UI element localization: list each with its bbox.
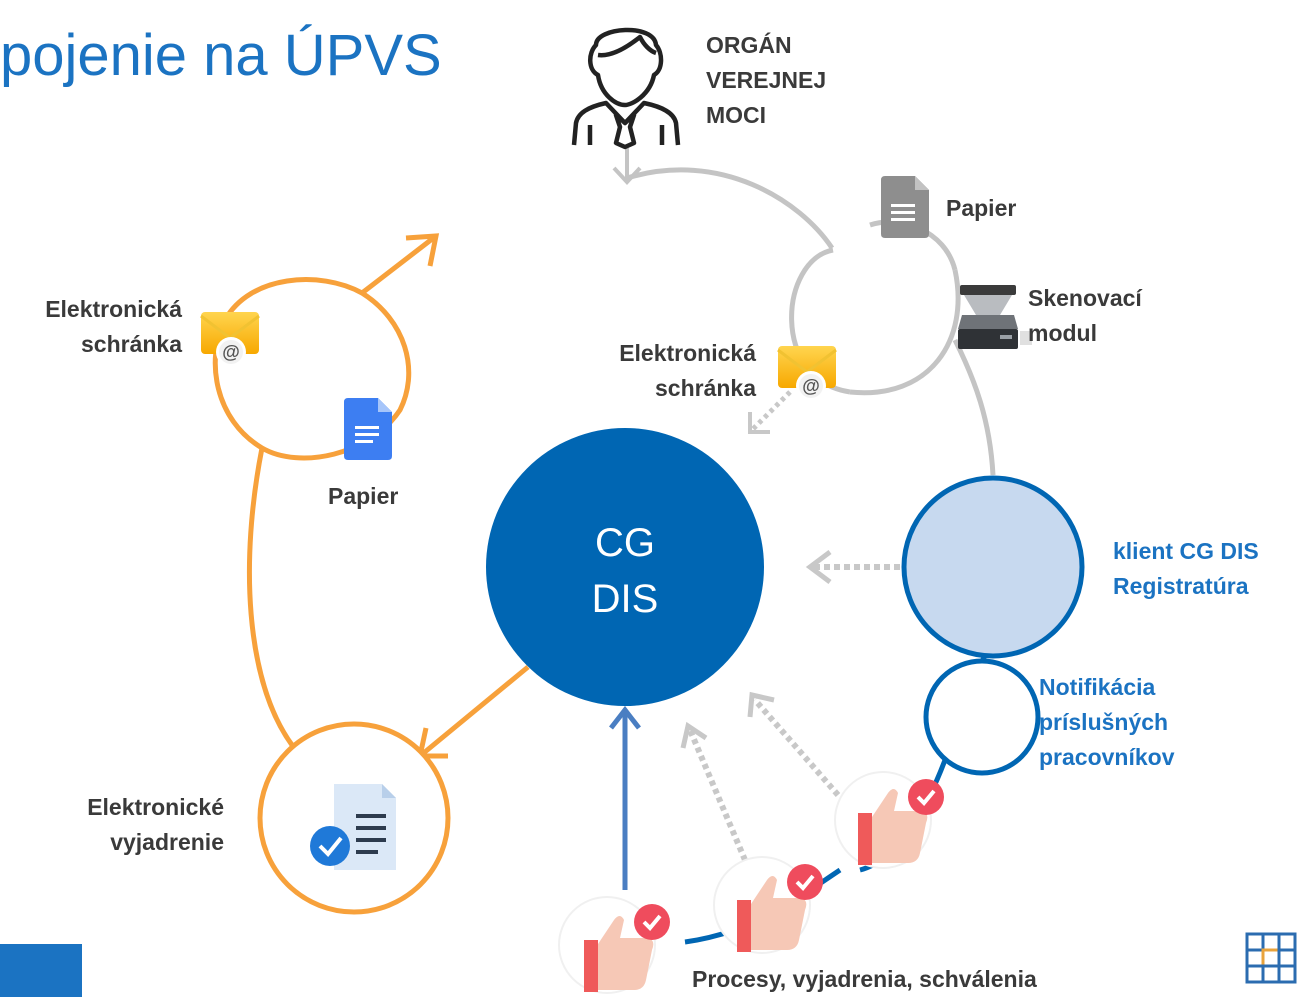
cg-dis-circle bbox=[486, 428, 764, 706]
thumbs-up-check-icon bbox=[713, 856, 823, 954]
outgoing-mailbox-label: Elektronická schránka bbox=[0, 292, 182, 362]
scanner-line-2: modul bbox=[1028, 320, 1097, 346]
incoming-mailbox-line-2: schránka bbox=[654, 375, 756, 401]
registry-circle bbox=[901, 475, 1085, 659]
registry-line-2: Registratúra bbox=[1113, 573, 1249, 599]
authority-line-2: VEREJNEJ bbox=[706, 67, 827, 93]
envelope-at-icon: @ bbox=[200, 312, 260, 367]
cg-dis-line-1: CG bbox=[595, 521, 655, 565]
authority-label: ORGÁN VEREJNEJ MOCI bbox=[706, 28, 826, 133]
svg-text:@: @ bbox=[222, 342, 240, 362]
incoming-flow bbox=[534, 148, 996, 476]
gray-document-icon bbox=[881, 176, 929, 238]
cg-dis-label: CG DIS bbox=[486, 515, 764, 627]
thumbs-up-check-icon bbox=[834, 771, 944, 869]
notification-label: Notifikácia príslušných pracovníkov bbox=[1039, 670, 1175, 775]
scanner-line-1: Skenovací bbox=[1028, 285, 1142, 311]
authority-line-3: MOCI bbox=[706, 102, 767, 128]
thumbs-up-check-icon bbox=[558, 896, 670, 994]
notification-circle bbox=[923, 658, 1041, 776]
document-checkmark-icon bbox=[310, 784, 396, 870]
statement-line-1: Elektronické bbox=[87, 794, 224, 820]
authority-line-1: ORGÁN bbox=[706, 32, 792, 58]
outgoing-mailbox-line-1: Elektronická bbox=[45, 296, 182, 322]
statement-line-2: vyjadrenie bbox=[110, 829, 224, 855]
grid-logo-icon bbox=[1245, 932, 1297, 984]
incoming-mailbox-label: Elektronická schránka bbox=[560, 336, 756, 406]
scanner-icon bbox=[958, 285, 1032, 349]
outgoing-mailbox-line-2: schránka bbox=[80, 331, 182, 357]
processes-label: Procesy, vyjadrenia, schválenia bbox=[692, 966, 1037, 992]
notification-line-1: Notifikácia bbox=[1039, 674, 1156, 700]
cg-dis-line-2: DIS bbox=[591, 577, 659, 621]
process-arrows bbox=[609, 691, 841, 890]
scanner-label: Skenovací modul bbox=[1028, 281, 1142, 351]
registry-line-1: klient CG DIS bbox=[1113, 538, 1259, 564]
envelope-at-icon: @ bbox=[777, 346, 837, 401]
incoming-mailbox-line-1: Elektronická bbox=[619, 340, 756, 366]
notification-line-2: príslušných bbox=[1039, 709, 1169, 735]
registry-label: klient CG DIS Registratúra bbox=[1113, 534, 1259, 604]
incoming-paper-label: Papier bbox=[946, 195, 1017, 221]
outgoing-paper-label: Papier bbox=[328, 483, 399, 509]
statement-label: Elektronické vyjadrenie bbox=[0, 790, 224, 860]
person-with-tie-icon bbox=[571, 27, 681, 150]
corner-accent-block bbox=[0, 944, 82, 997]
page-title: pojenie na ÚPVS bbox=[0, 23, 442, 88]
registry-flow bbox=[684, 475, 1085, 945]
blue-document-icon bbox=[344, 398, 392, 460]
notification-line-3: pracovníkov bbox=[1039, 744, 1175, 770]
svg-text:@: @ bbox=[802, 376, 820, 396]
